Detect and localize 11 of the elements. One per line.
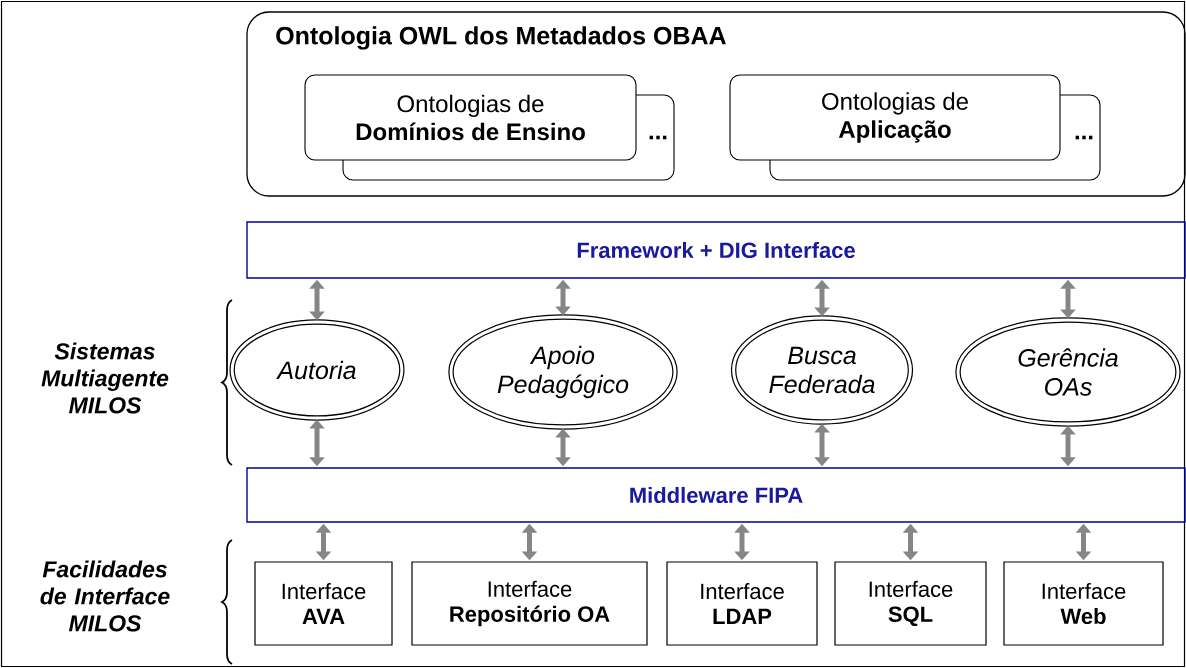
- side-label: Sistemas Multiagente MILOS: [41, 342, 169, 414]
- interface-box: Interface Web: [1003, 561, 1164, 646]
- interface-box: Interface AVA: [254, 561, 393, 646]
- layer-bar: Framework + DIG Interface: [246, 221, 1186, 279]
- layer-bar: Middleware FIPA: [246, 467, 1186, 523]
- ontology-card: Ontologias de Domínios de Ensino: [304, 74, 637, 161]
- interface-box: Interface LDAP: [666, 561, 818, 646]
- side-label: Facilidades de Interface MILOS: [40, 560, 170, 632]
- ontology-card: Ontologias de Aplicação: [729, 74, 1061, 161]
- interface-box: Interface Repositório OA: [411, 561, 648, 646]
- interface-box: Interface SQL: [834, 561, 987, 646]
